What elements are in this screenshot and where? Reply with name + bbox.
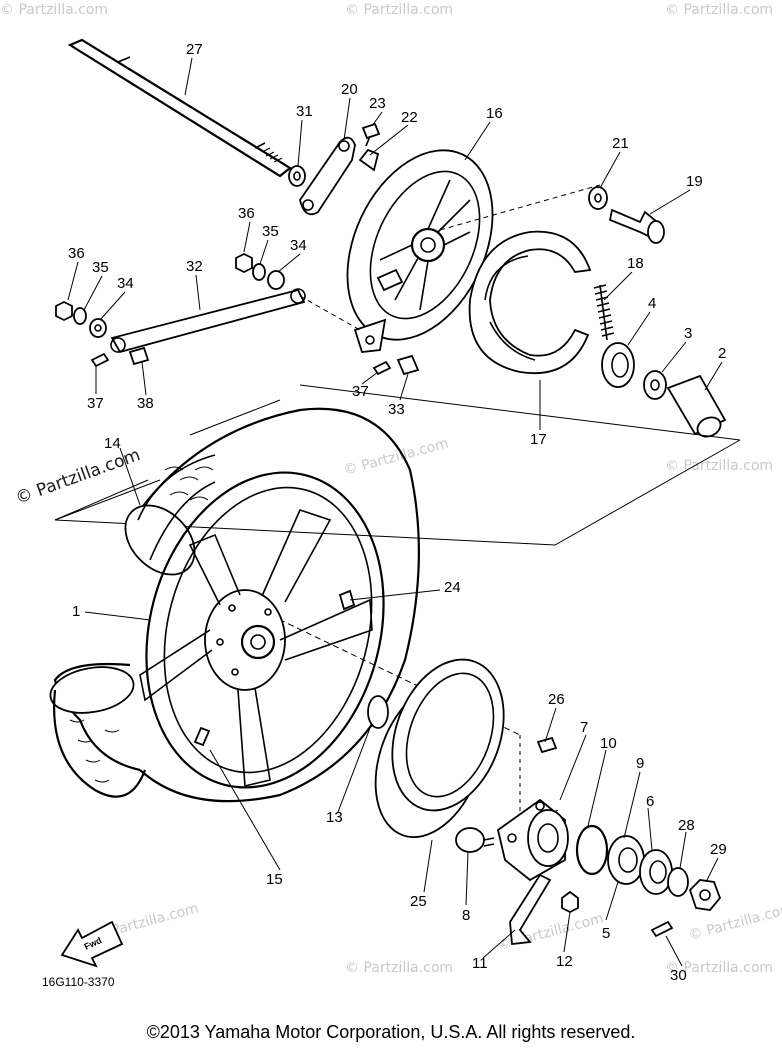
washer-28 bbox=[667, 867, 689, 897]
part-number[interactable]: 2 bbox=[718, 345, 726, 362]
part-number[interactable]: 17 bbox=[530, 431, 547, 448]
rear-wheel-1 bbox=[49, 407, 420, 803]
brake-shoe-plate-16 bbox=[346, 149, 494, 353]
part-number[interactable]: 24 bbox=[444, 579, 461, 596]
part-number[interactable]: 13 bbox=[326, 809, 343, 826]
part-number[interactable]: 4 bbox=[648, 295, 656, 312]
part-number[interactable]: 37 bbox=[352, 383, 369, 400]
circlip-10 bbox=[575, 824, 609, 876]
lock-washer-35-upper bbox=[252, 263, 266, 281]
part-number[interactable]: 23 bbox=[369, 95, 386, 112]
nut-12 bbox=[561, 890, 579, 914]
spring-18 bbox=[593, 284, 615, 341]
part-number[interactable]: 10 bbox=[600, 735, 617, 752]
washer-34-left bbox=[89, 318, 107, 338]
watermark-text: © Partzilla.com bbox=[665, 960, 773, 976]
watermark-text: © Partzilla.com bbox=[342, 435, 451, 478]
part-number[interactable]: 15 bbox=[266, 871, 283, 888]
watermark-text: © Partzilla.com bbox=[665, 458, 773, 474]
part-number[interactable]: 12 bbox=[556, 953, 573, 970]
part-number[interactable]: 27 bbox=[186, 41, 203, 58]
nut-36-left bbox=[55, 300, 73, 322]
part-number[interactable]: 35 bbox=[92, 259, 109, 276]
part-number[interactable]: 5 bbox=[602, 925, 610, 942]
part-number[interactable]: 7 bbox=[580, 719, 588, 736]
part-number[interactable]: 37 bbox=[87, 395, 104, 412]
o-ring-13 bbox=[367, 695, 389, 729]
bearing-4 bbox=[601, 342, 635, 388]
watermark-text: © Partzilla.com bbox=[345, 960, 453, 976]
watermark-main: © Partzilla.com bbox=[13, 445, 143, 509]
watermark-group: © Partzilla.com © Partzilla.com © Partzi… bbox=[0, 2, 782, 976]
bearing-9 bbox=[607, 835, 645, 885]
rear-axle bbox=[67, 38, 292, 178]
watermark-text: © Partzilla.com bbox=[0, 2, 108, 18]
part-number[interactable]: 21 bbox=[612, 135, 629, 152]
lock-washer-11 bbox=[509, 873, 552, 945]
diagram-code: 16G110-3370 bbox=[42, 975, 115, 989]
part-number[interactable]: 14 bbox=[104, 435, 121, 452]
plate-22 bbox=[358, 148, 380, 172]
part-number[interactable]: 32 bbox=[186, 258, 203, 275]
part-number[interactable]: 6 bbox=[646, 793, 654, 810]
bolt-33 bbox=[396, 354, 420, 376]
clutch-hub-7 bbox=[496, 798, 569, 882]
part-number[interactable]: 30 bbox=[670, 967, 687, 984]
washer-3 bbox=[643, 370, 667, 400]
tension-rod-32 bbox=[110, 288, 306, 354]
brake-drum-25 bbox=[374, 658, 505, 838]
part-number[interactable]: 16 bbox=[486, 105, 503, 122]
part-number[interactable]: 35 bbox=[262, 223, 279, 240]
part-number[interactable]: 9 bbox=[636, 755, 644, 772]
part-number[interactable]: 36 bbox=[68, 245, 85, 262]
damper-8 bbox=[455, 827, 495, 853]
bearing-6 bbox=[639, 849, 673, 895]
copyright-notice: ©2013 Yamaha Motor Corporation, U.S.A. A… bbox=[146, 1022, 636, 1042]
cotter-pin-37-left bbox=[90, 352, 110, 368]
part-number[interactable]: 28 bbox=[678, 817, 695, 834]
part-number[interactable]: 11 bbox=[472, 955, 488, 972]
tension-bar-20 bbox=[299, 136, 356, 216]
part-number[interactable]: 26 bbox=[548, 691, 565, 708]
nut-36-upper bbox=[235, 252, 253, 274]
watermark-text: © Partzilla.com bbox=[665, 2, 773, 18]
washer-31 bbox=[288, 165, 306, 187]
part-number[interactable]: 29 bbox=[710, 841, 727, 858]
part-number[interactable]: 19 bbox=[686, 173, 703, 190]
watermark-text: © Partzilla.com bbox=[345, 2, 453, 18]
washer-21 bbox=[588, 186, 608, 210]
valve-15 bbox=[193, 726, 211, 747]
bolt-23 bbox=[361, 122, 381, 147]
part-number[interactable]: 33 bbox=[388, 401, 405, 418]
bolt-38 bbox=[128, 346, 150, 366]
part-number[interactable]: 34 bbox=[290, 237, 307, 254]
cam-shaft-19 bbox=[608, 208, 665, 244]
washer-34-upper bbox=[267, 270, 285, 290]
cotter-pin-37-right bbox=[372, 360, 392, 376]
part-number[interactable]: 8 bbox=[462, 907, 470, 924]
collar-2 bbox=[666, 374, 727, 438]
part-number[interactable]: 36 bbox=[238, 205, 255, 222]
part-number[interactable]: 34 bbox=[117, 275, 134, 292]
forward-arrow: Fwd bbox=[60, 920, 124, 968]
axle-nut-29 bbox=[688, 879, 722, 911]
bolt-26 bbox=[536, 736, 558, 754]
brake-shoe-17 bbox=[468, 230, 592, 374]
part-number[interactable]: 20 bbox=[341, 81, 358, 98]
part-number[interactable]: 25 bbox=[410, 893, 427, 910]
part-number[interactable]: 38 bbox=[137, 395, 154, 412]
cotter-pin-30 bbox=[650, 920, 674, 938]
part-number[interactable]: 3 bbox=[684, 325, 692, 342]
part-number[interactable]: 22 bbox=[401, 109, 418, 126]
part-number-labels: 27 31 20 23 22 16 21 19 18 4 3 2 17 32 3… bbox=[68, 41, 727, 984]
leader-lines bbox=[67, 57, 723, 967]
part-number[interactable]: 1 bbox=[72, 603, 80, 620]
damper-pin-24 bbox=[338, 589, 356, 611]
part-number[interactable]: 31 bbox=[296, 103, 313, 120]
lock-washer-35-left bbox=[73, 307, 87, 325]
part-number[interactable]: 18 bbox=[627, 255, 644, 272]
